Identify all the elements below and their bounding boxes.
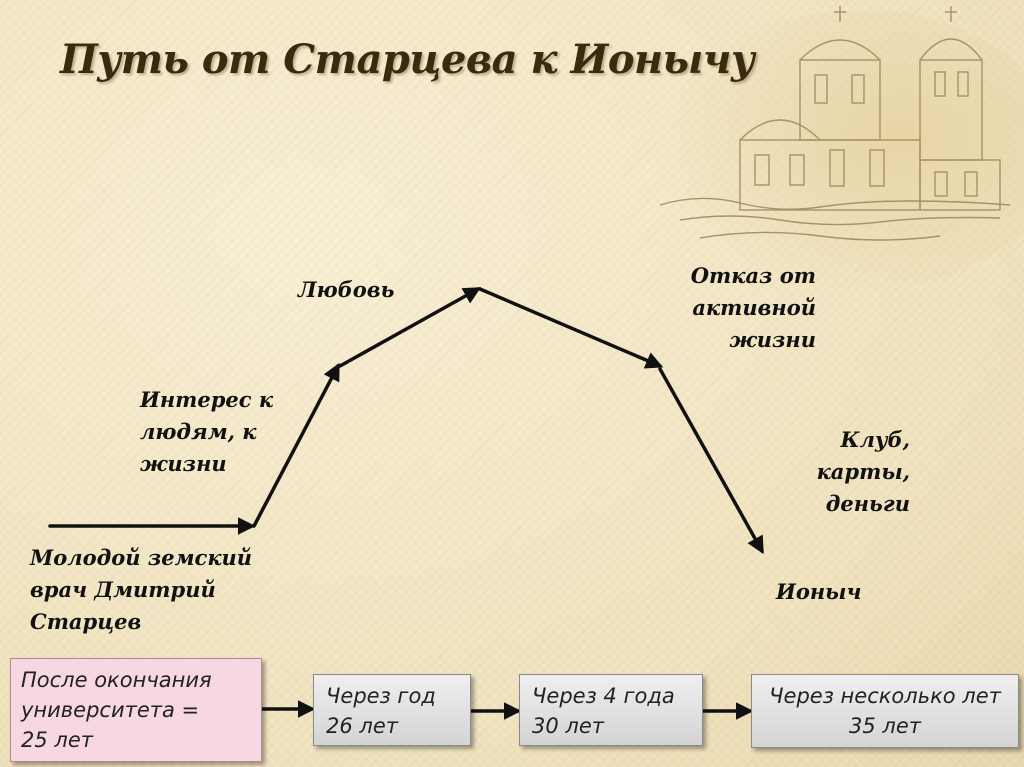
label-club: Клуб, карты, деньги [816, 427, 910, 516]
timeline-box-4: Через несколько лет 35 лет [751, 674, 1019, 748]
page-title: Путь от Старцева к Ионычу [60, 36, 755, 83]
arrow-love [338, 287, 482, 368]
label-love: Любовь [298, 277, 395, 302]
timeline-box-1: После окончания университета = 25 лет [10, 658, 262, 762]
arrow-decline [658, 367, 764, 555]
timeline-box-2: Через год 26 лет [313, 674, 471, 746]
arrow-interest [252, 362, 340, 528]
label-ionych: Ионыч [776, 579, 862, 604]
timeline-box-3: Через 4 года 30 лет [519, 674, 703, 746]
label-refusal: Отказ от активной жизни [690, 263, 816, 352]
label-start: Молодой земский врач Дмитрий Старцев [30, 545, 253, 634]
arrow-refusal [478, 287, 664, 369]
label-interest: Интерес к людям, к жизни [140, 387, 274, 476]
